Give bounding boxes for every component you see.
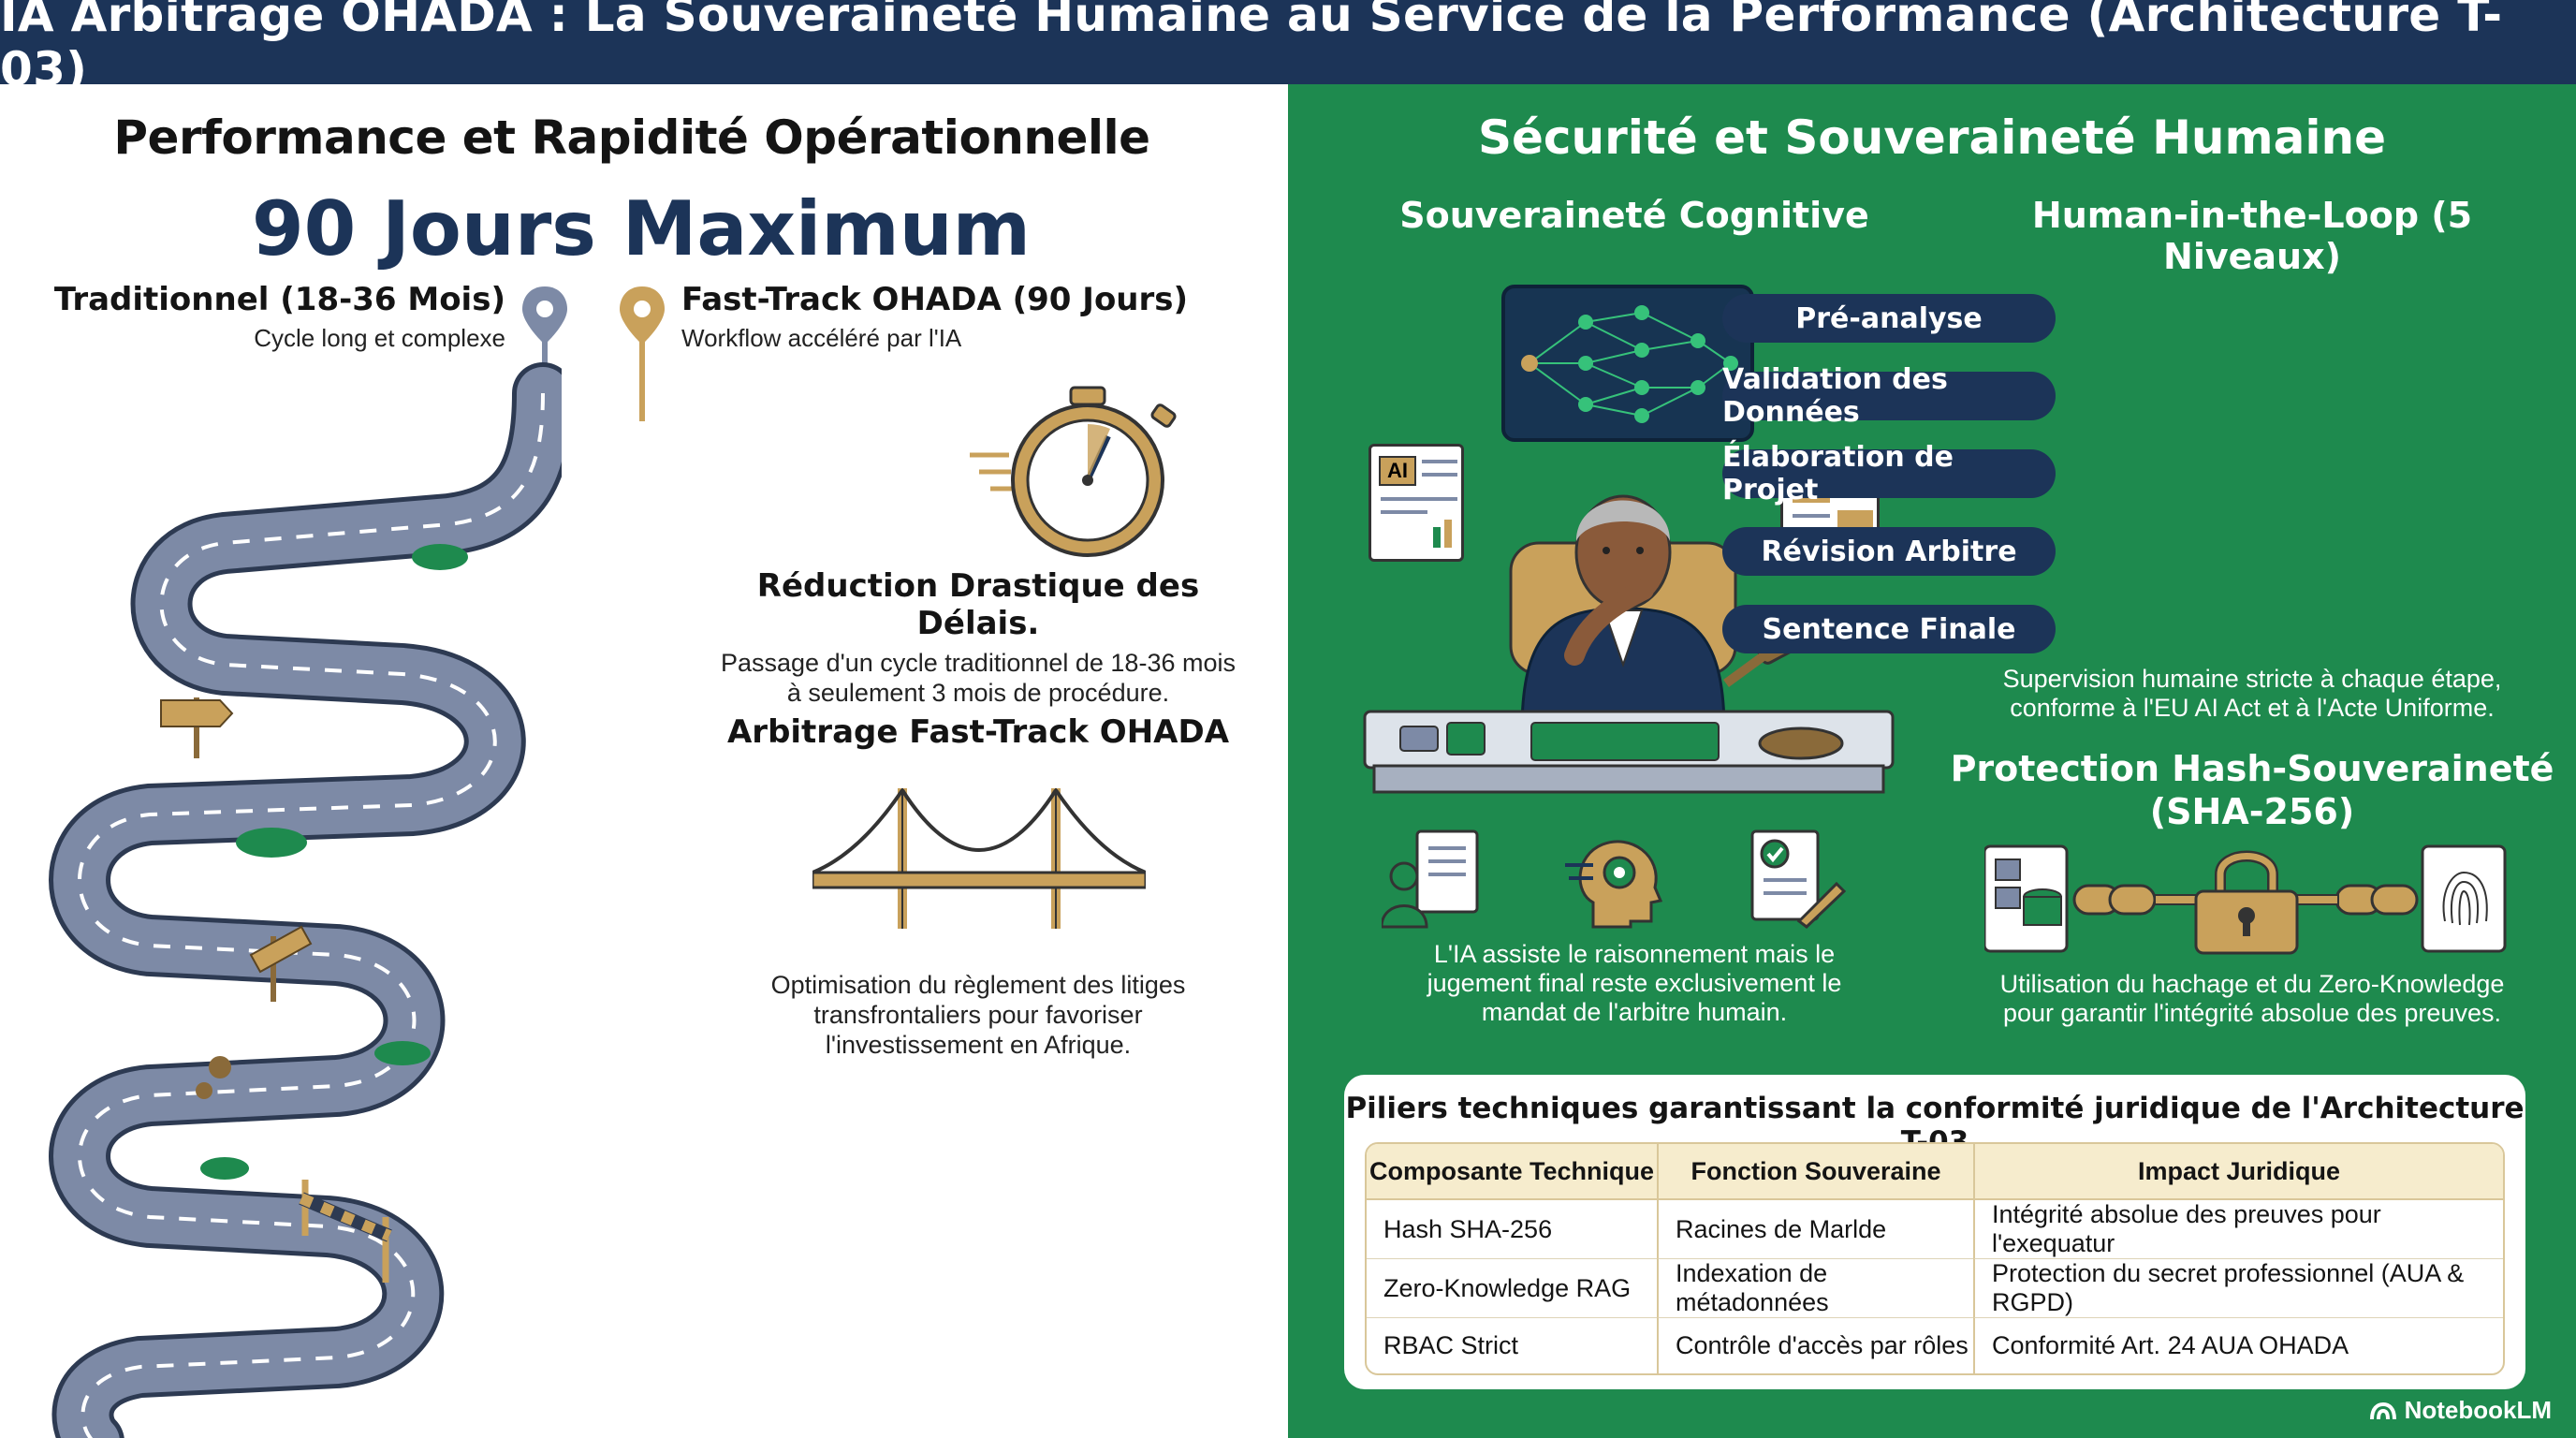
table-cell: RBAC Strict xyxy=(1367,1317,1657,1373)
reduction-line-2: à seulement 3 mois de procédure. xyxy=(786,679,1170,707)
cognitive-line-2: jugement final reste exclusivement le xyxy=(1427,969,1842,997)
table-cell: Conformité Art. 24 AUA OHADA xyxy=(1973,1317,2503,1373)
ai-document-icon: AI xyxy=(1368,444,1464,562)
ai-badge: AI xyxy=(1379,456,1416,486)
hash-line-2: pour garantir l'intégrité absolue des pr… xyxy=(2003,999,2501,1027)
table-cell: Zero-Knowledge RAG xyxy=(1367,1258,1657,1317)
hash-chain-illustration xyxy=(1984,844,2507,955)
traditional-subtitle: Cycle long et complexe xyxy=(254,324,505,352)
arbitrage-line-2: transfrontaliers pour favoriser xyxy=(813,1001,1143,1029)
notebooklm-branding: NotebookLM xyxy=(2369,1396,2552,1425)
winding-road-illustration xyxy=(49,362,562,1438)
hitl-level-3: Élaboration de Projet xyxy=(1722,441,2056,506)
cognitive-text: L'IA assiste le raisonnement mais le jug… xyxy=(1344,940,1925,1027)
fast-track-subtitle: Workflow accéléré par l'IA xyxy=(681,324,962,352)
hitl-level-5: Sentence Finale xyxy=(1722,605,2056,653)
notebooklm-logo-icon xyxy=(2369,1401,2396,1419)
hash-title: Protection Hash-Souveraineté (SHA-256) xyxy=(1943,747,2561,833)
table-cell: Indexation de métadonnées xyxy=(1657,1258,1973,1317)
pillars-table-card: Piliers techniques garantissant la confo… xyxy=(1344,1075,2525,1389)
cognitive-title: Souveraineté Cognitive xyxy=(1399,195,1869,236)
pillars-table: Composante Technique Fonction Souveraine… xyxy=(1365,1142,2505,1375)
judge-illustration xyxy=(1363,494,1895,794)
head-gear-icon xyxy=(1565,840,1663,929)
hitl-line-2: conforme à l'EU AI Act et à l'Acte Unifo… xyxy=(2010,694,2495,722)
hash-line-1: Utilisation du hachage et du Zero-Knowle… xyxy=(1999,970,2505,998)
hitl-line-1: Supervision humaine stricte à chaque éta… xyxy=(2002,665,2502,693)
hash-title-line-1: Protection Hash-Souveraineté xyxy=(1950,748,2554,789)
signpost-icon xyxy=(249,925,313,1002)
hash-title-line-2: (SHA-256) xyxy=(2149,791,2355,832)
arbitrage-text: Optimisation du règlement des litiges tr… xyxy=(693,970,1264,1060)
reduction-block: Réduction Drastique des Délais. Passage … xyxy=(693,567,1264,708)
arbitrage-title: Arbitrage Fast-Track OHADA xyxy=(726,713,1230,751)
neural-network-icon xyxy=(1501,285,1754,442)
fast-track-label: Fast-Track OHADA (90 Jours) Workflow acc… xyxy=(681,281,1188,353)
hash-text: Utilisation du hachage et du Zero-Knowle… xyxy=(1943,970,2561,1028)
column-header: Composante Technique xyxy=(1367,1144,1657,1200)
page-title: IA Arbitrage OHADA : La Souveraineté Hum… xyxy=(0,0,2576,96)
table-row: Hash SHA-256 Racines de Marlde Intégrité… xyxy=(1367,1200,2503,1258)
notebooklm-label: NotebookLM xyxy=(2404,1396,2552,1424)
fast-track-title: Fast-Track OHADA (90 Jours) xyxy=(681,281,1189,318)
fast-track-pin-icon xyxy=(620,286,665,421)
table-row: Zero-Knowledge RAG Indexation de métadon… xyxy=(1367,1258,2503,1317)
reduction-title: Réduction Drastique des Délais. xyxy=(756,567,1200,642)
table-header-row: Composante Technique Fonction Souveraine… xyxy=(1367,1144,2503,1200)
column-header: Fonction Souveraine xyxy=(1657,1144,1973,1200)
bridge-icon xyxy=(812,788,1146,929)
signpost-icon xyxy=(160,697,234,758)
table-cell: Protection du secret professionnel (AUA … xyxy=(1973,1258,2503,1317)
ninety-days-heading: 90 Jours Maximum xyxy=(251,185,1032,272)
hitl-level-1: Pré-analyse xyxy=(1722,294,2056,343)
cognitive-line-1: L'IA assiste le raisonnement mais le xyxy=(1433,940,1836,968)
hitl-text: Supervision humaine stricte à chaque éta… xyxy=(1943,665,2561,723)
stopwatch-icon xyxy=(970,386,1177,557)
traditional-title: Traditionnel (18-36 Mois) xyxy=(53,281,505,318)
table-cell: Intégrité absolue des preuves pour l'exe… xyxy=(1973,1200,2503,1258)
traditional-label: Traditionnel (18-36 Mois) Cycle long et … xyxy=(54,281,505,353)
reduction-line-1: Passage d'un cycle traditionnel de 18-36… xyxy=(721,649,1236,677)
table-cell: Contrôle d'accès par rôles xyxy=(1657,1317,1973,1373)
table-row: RBAC Strict Contrôle d'accès par rôles C… xyxy=(1367,1317,2503,1373)
cognitive-line-3: mandat de l'arbitre humain. xyxy=(1481,998,1788,1026)
security-heading: Sécurité et Souveraineté Humaine xyxy=(1477,110,2387,165)
hitl-level-4: Révision Arbitre xyxy=(1722,527,2056,576)
arbitrage-line-3: l'investissement en Afrique. xyxy=(825,1031,1132,1059)
hitl-title: Human-in-the-Loop (5 Niveaux) xyxy=(2031,195,2473,277)
barrier-icon xyxy=(299,1180,392,1283)
arbitrage-line-1: Optimisation du règlement des litiges xyxy=(770,971,1186,999)
table-cell: Racines de Marlde xyxy=(1657,1200,1973,1258)
person-document-icon xyxy=(1382,829,1479,929)
approved-document-icon xyxy=(1750,829,1846,929)
hitl-level-2: Validation des Données xyxy=(1722,363,2056,429)
column-header: Impact Juridique xyxy=(1973,1144,2503,1200)
table-cell: Hash SHA-256 xyxy=(1383,1214,1553,1243)
performance-heading: Performance et Rapidité Opérationnelle xyxy=(113,110,1150,165)
left-panel: Performance et Rapidité Opérationnelle 9… xyxy=(0,84,1288,1438)
